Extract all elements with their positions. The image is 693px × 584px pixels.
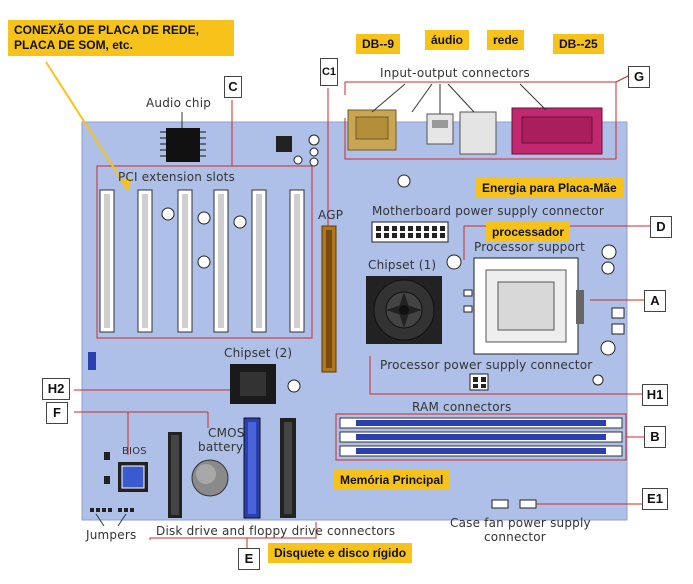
annotation-db9: DB--9 xyxy=(356,34,400,54)
annotation-db25: DB--25 xyxy=(553,34,604,54)
annotation-network-sound: CONEXÃO DE PLACA DE REDE, PLACA DE SOM, … xyxy=(8,20,234,56)
tag-c1: C1 xyxy=(320,58,338,86)
label-agp: AGP xyxy=(318,208,344,222)
tag-e: E xyxy=(238,548,260,570)
io-connectors-group xyxy=(347,107,603,155)
annotation-energia: Energia para Placa-Mãe xyxy=(476,178,623,198)
tag-d: D xyxy=(650,216,672,238)
tag-c: C xyxy=(224,76,242,98)
label-cmos: CMOS xyxy=(208,426,245,440)
annotation-memoria: Memória Principal xyxy=(334,470,450,490)
label-mb-power: Motherboard power supply connector xyxy=(372,204,604,218)
label-jumpers: Jumpers xyxy=(86,528,137,542)
tag-a: A xyxy=(644,290,666,312)
processor-socket xyxy=(473,257,584,355)
mb-power-connector xyxy=(371,221,449,243)
annotation-audio: áudio xyxy=(425,30,469,50)
label-disk-connectors: Disk drive and floppy drive connectors xyxy=(156,524,396,538)
tag-b: B xyxy=(644,426,666,448)
label-chipset-2: Chipset (2) xyxy=(224,346,293,360)
jumpers xyxy=(90,508,134,512)
tag-h2: H2 xyxy=(42,378,70,400)
label-case-fan-2: connector xyxy=(484,530,546,544)
label-ram: RAM connectors xyxy=(412,400,512,414)
tag-e1: E1 xyxy=(642,488,668,510)
label-audio-chip: Audio chip xyxy=(146,96,212,110)
tag-f: F xyxy=(46,402,68,424)
tag-h1: H1 xyxy=(642,384,668,406)
label-io-connectors: Input-output connectors xyxy=(380,66,530,80)
annotation-disquete: Disquete e disco rígido xyxy=(268,543,413,563)
pci-slots xyxy=(99,189,305,333)
chipset-1-fan xyxy=(366,276,442,344)
label-processor-support: Processor support xyxy=(474,240,586,254)
label-pci-slots: PCI extension slots xyxy=(118,170,235,184)
tag-g: G xyxy=(628,66,650,88)
label-bios: BIOS xyxy=(122,446,147,457)
label-chipset-1: Chipset (1) xyxy=(368,258,437,272)
annotation-rede: rede xyxy=(487,30,525,50)
label-proc-power: Processor power supply connector xyxy=(380,358,593,372)
disk-connectors xyxy=(168,417,296,519)
ram-slots xyxy=(339,417,623,457)
audio-chip xyxy=(166,128,200,162)
annotation-processador: processador xyxy=(486,222,571,242)
case-fan-connector xyxy=(491,499,509,509)
label-case-fan-1: Case fan power supply xyxy=(450,516,591,530)
label-battery: battery xyxy=(198,440,244,454)
